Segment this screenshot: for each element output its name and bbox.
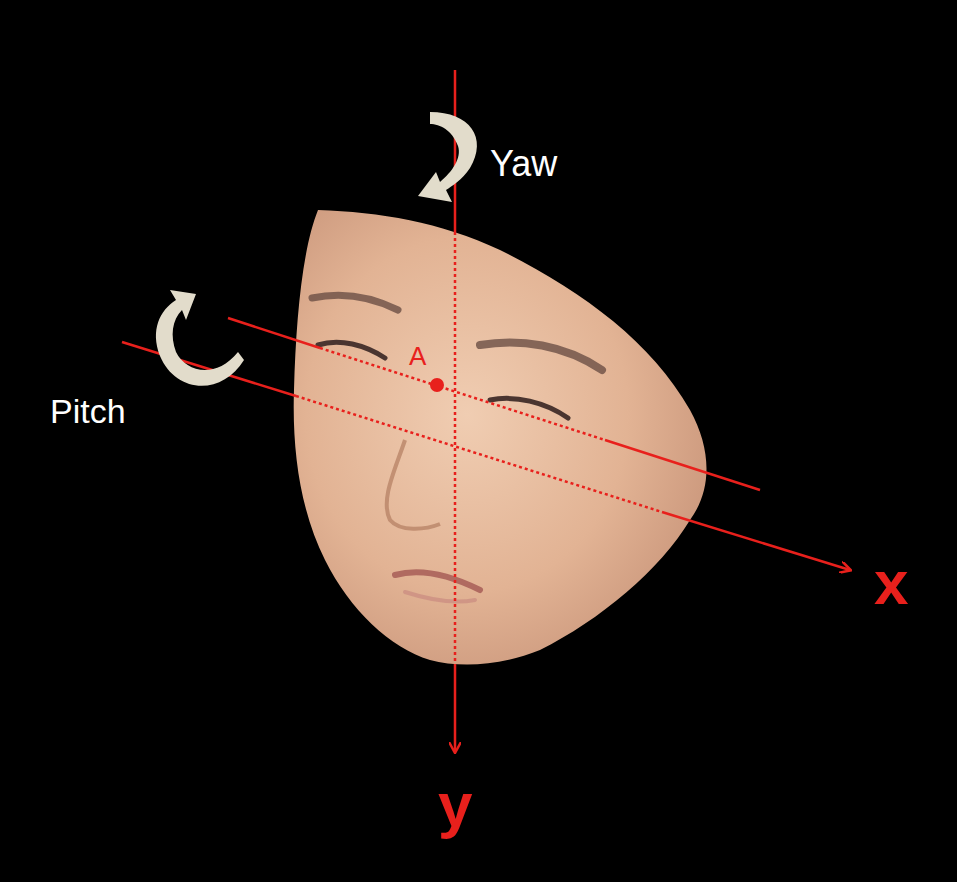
- y-axis: [454, 70, 457, 232]
- x-axis: [662, 512, 850, 570]
- axis-label: x: [874, 552, 908, 614]
- pitch-line-dotted: [320, 348, 605, 440]
- x-axis: [122, 342, 296, 396]
- pitch-line: [605, 440, 760, 490]
- eye: [490, 398, 568, 418]
- point-a: [430, 378, 444, 392]
- axis-label: y: [438, 774, 472, 836]
- pitch-arrow: [156, 290, 244, 386]
- pitch-line: [228, 318, 320, 348]
- x-axis-dotted: [296, 396, 662, 512]
- point-label: A: [409, 343, 426, 369]
- y-axis: [454, 664, 457, 752]
- eyebrow: [480, 342, 602, 370]
- rotation-label: Pitch: [50, 394, 126, 428]
- yaw-arrow: [418, 112, 477, 202]
- eyebrow: [312, 295, 398, 310]
- face-shape: [294, 210, 707, 665]
- mouth: [395, 572, 480, 590]
- rotation-label: Yaw: [490, 146, 557, 182]
- y-axis-dotted: [454, 232, 457, 664]
- nose: [387, 440, 440, 529]
- lip: [405, 592, 475, 602]
